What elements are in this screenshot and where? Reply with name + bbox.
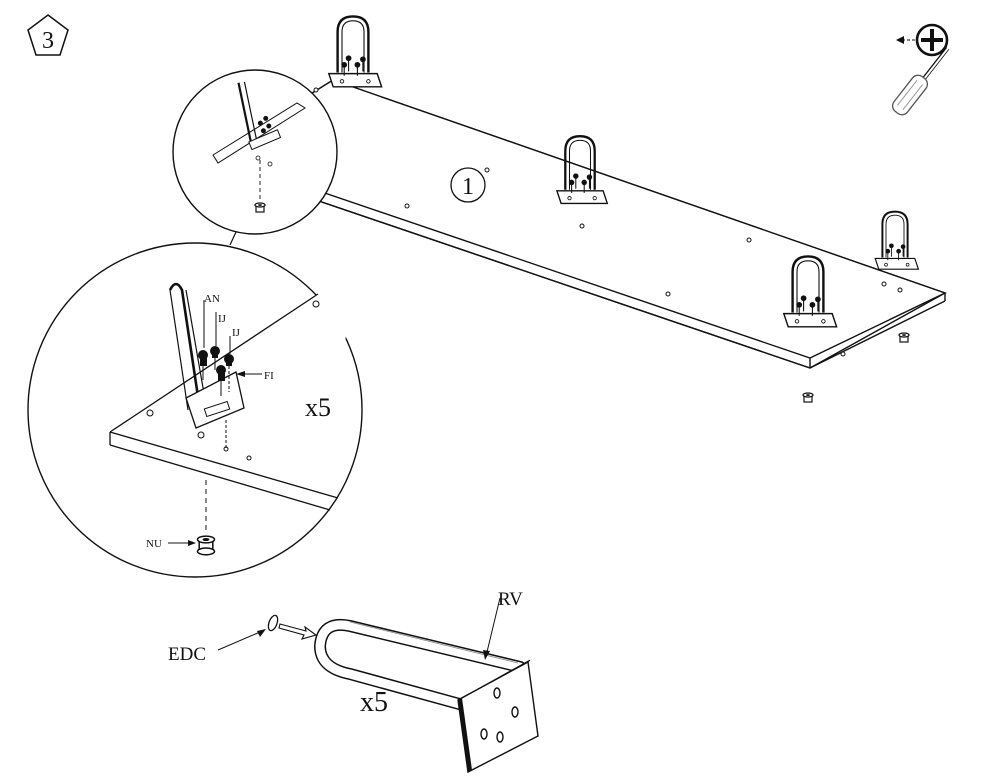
leg-detail xyxy=(217,597,539,774)
panel-part-number: 1 xyxy=(450,167,486,203)
leg-detail-labels: EDC RV x5 xyxy=(168,589,523,718)
foot-cap-right xyxy=(898,332,910,343)
label-ij-2: IJ xyxy=(232,327,241,339)
detail-quantity: x5 xyxy=(305,393,331,422)
leg-detail-quantity: x5 xyxy=(360,687,388,718)
zoom-circle-large xyxy=(27,242,363,578)
insert-arrow xyxy=(278,623,318,640)
label-ij-1: IJ xyxy=(218,313,227,325)
label-edc: EDC xyxy=(168,644,206,665)
step-number: 3 xyxy=(42,28,54,54)
leg-right xyxy=(874,210,920,271)
label-nu: NU xyxy=(146,538,162,550)
label-rv: RV xyxy=(498,589,523,610)
leg-top-left xyxy=(327,15,383,89)
detail-labels: AN IJ IJ FI NU x5 xyxy=(146,293,331,550)
panel-part-number-text: 1 xyxy=(462,174,474,200)
step-badge: 3 xyxy=(27,14,69,56)
zoom-connector xyxy=(229,231,237,246)
label-an: AN xyxy=(204,293,220,305)
end-cap xyxy=(267,614,279,632)
label-fi: FI xyxy=(264,370,274,382)
foot-cap-bottom xyxy=(802,392,814,403)
phillips-screwdriver-icon xyxy=(891,23,950,116)
zoom-circle-small xyxy=(172,69,338,235)
